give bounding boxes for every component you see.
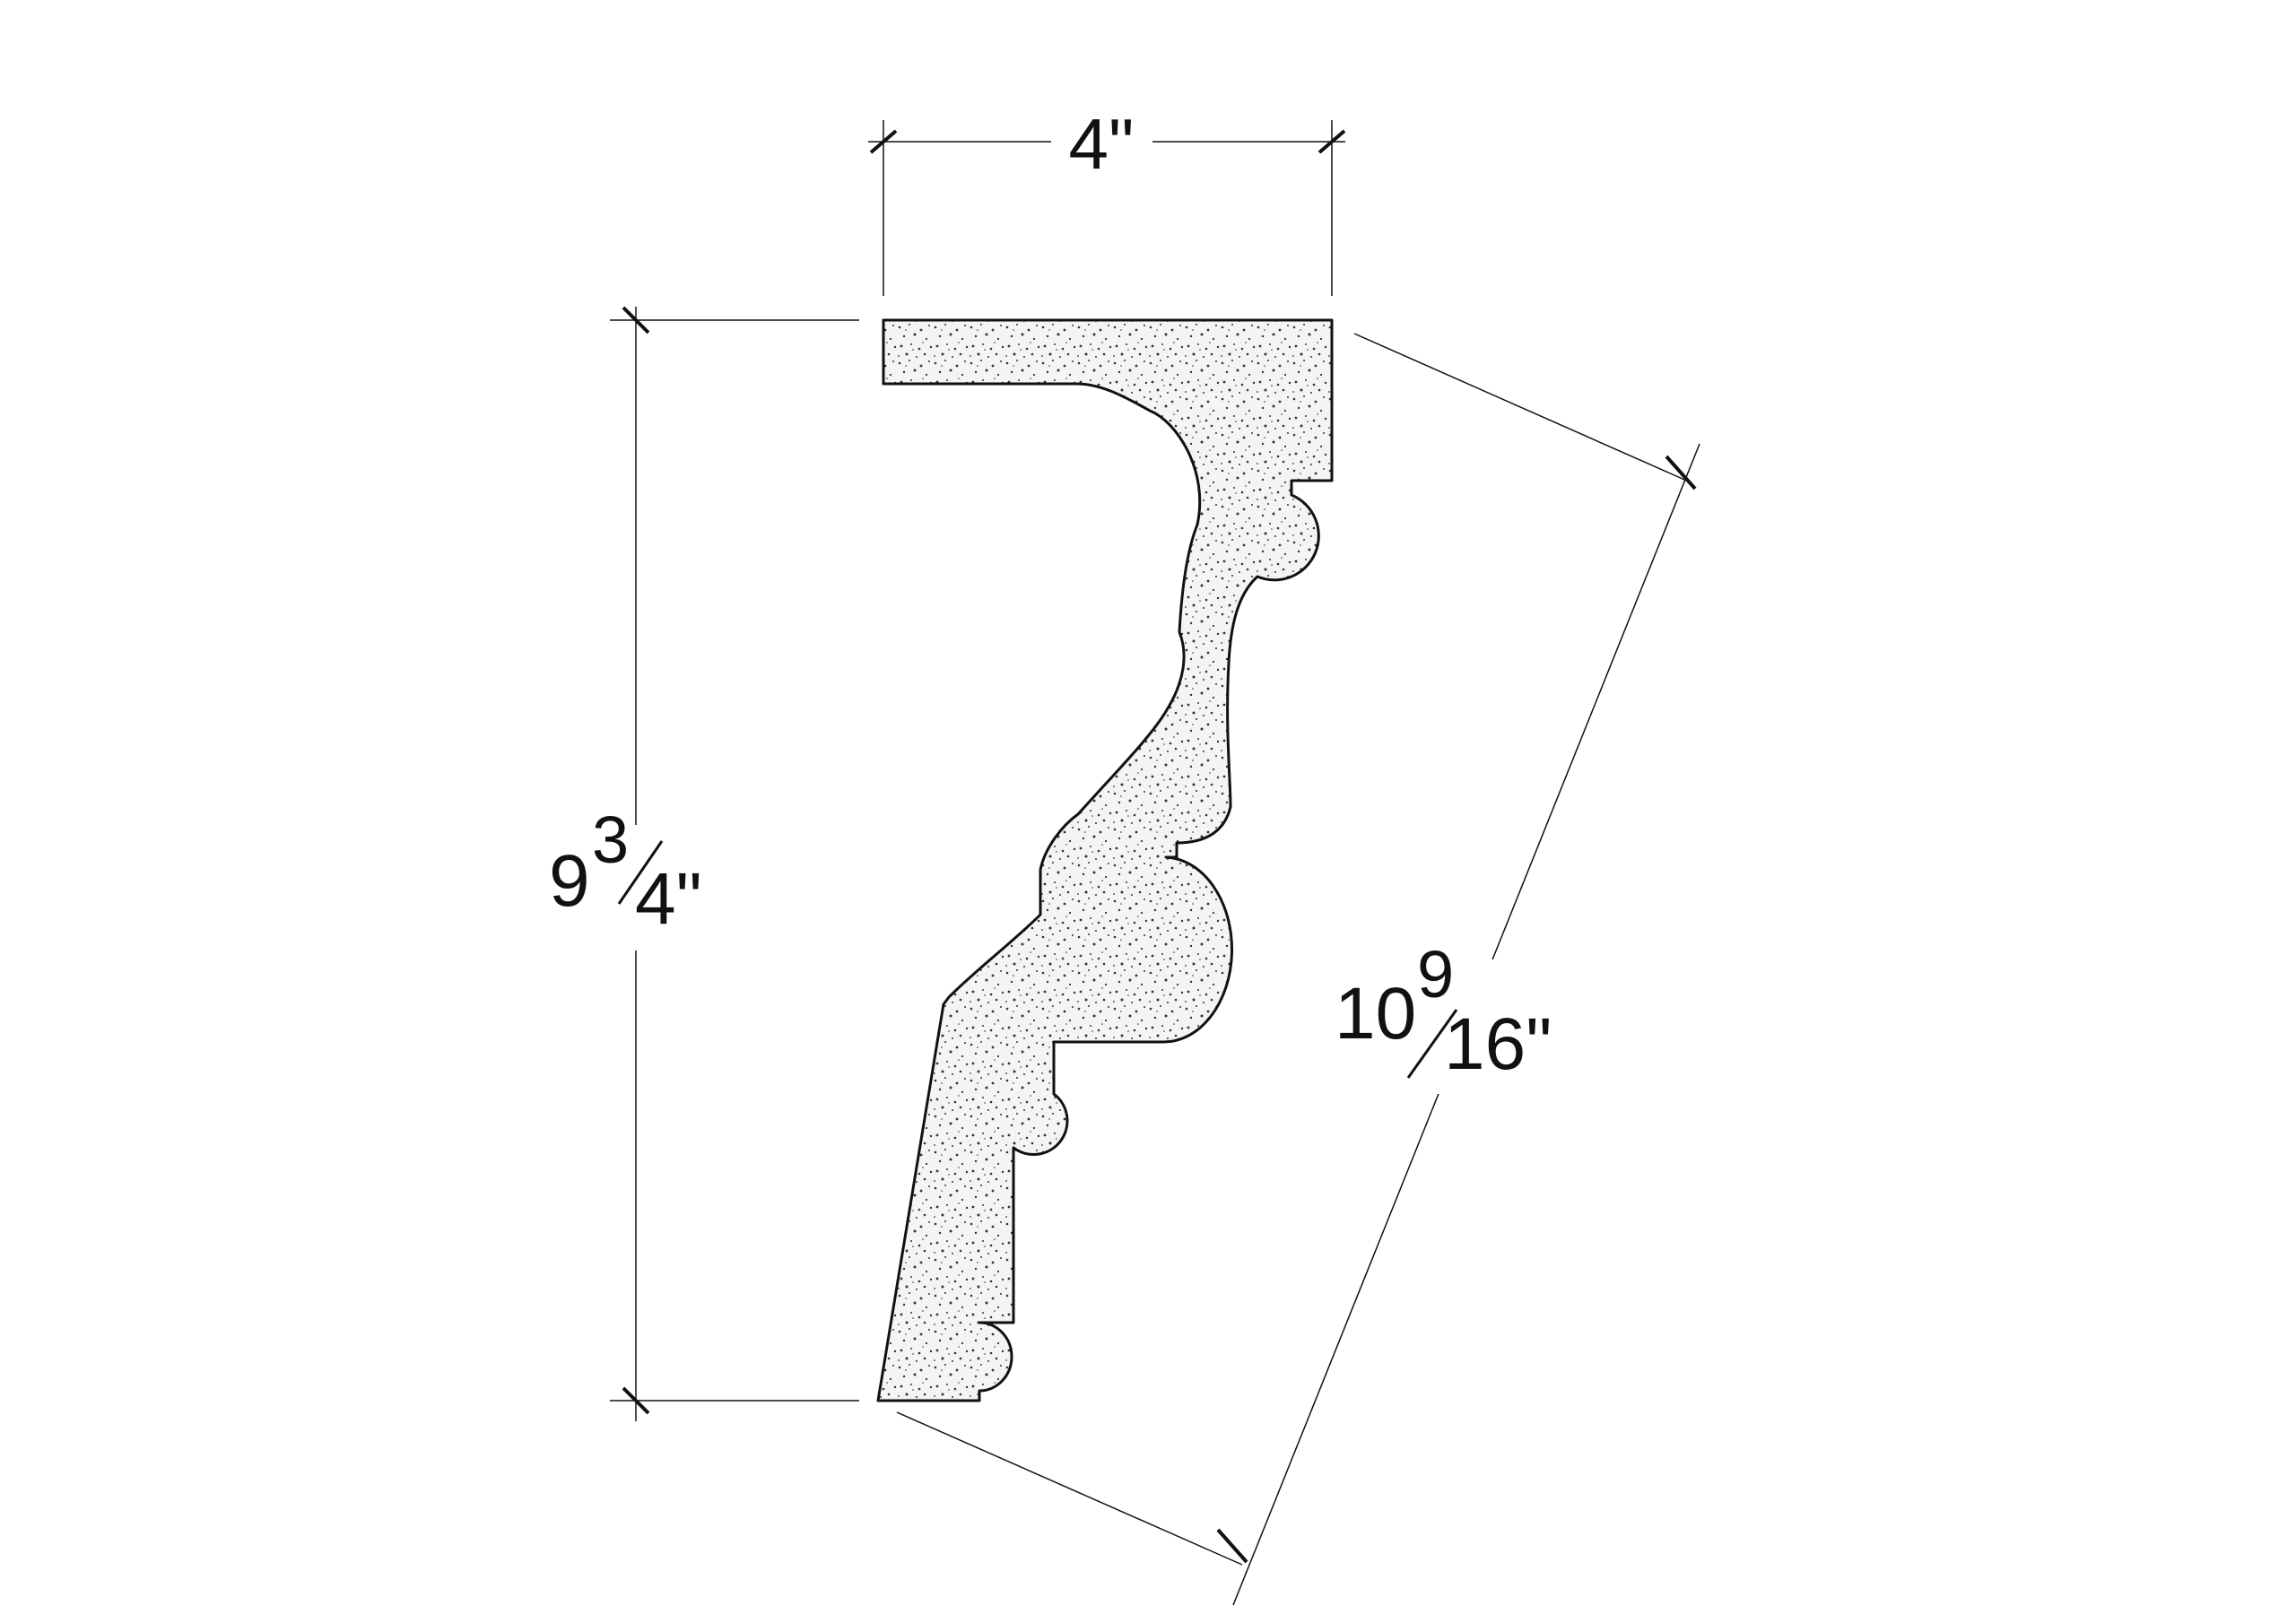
height-numerator-text: 3 [592,803,629,877]
diagonal-numerator-text: 9 [1417,937,1454,1011]
diagonal-tick-bottom [1216,1528,1248,1564]
height-whole-text: 9 [549,840,590,922]
diagonal-whole-text: 10 [1335,973,1416,1055]
height-denominator-text: 4" [635,858,702,940]
diagonal-fraction-slash-front [1406,1009,1458,1079]
width-dimension [868,120,1346,296]
height-tick-top [622,306,650,334]
width-tick-right [1318,129,1346,154]
height-fraction-slash [617,840,664,905]
diagonal-tick-top [1665,455,1697,490]
diagonal-label-mask [1336,959,1587,1094]
molding-profile [876,318,1334,1402]
diagonal-denominator-text: 16" [1444,1003,1552,1085]
width-tick-left [869,129,898,154]
height-dimension [610,306,859,1421]
width-dimension-text: 4" [1069,104,1135,184]
height-tick-bottom [622,1386,650,1415]
